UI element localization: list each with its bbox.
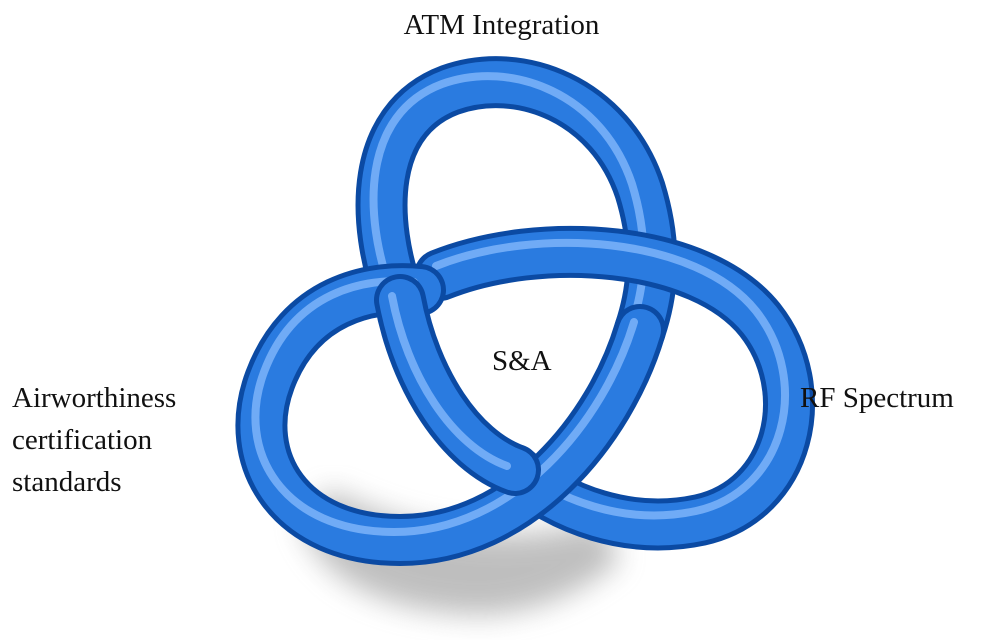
label-atm-integration: ATM Integration [403, 9, 600, 41]
label-airworthiness-line-1: Airworthiness [12, 382, 177, 414]
knot-strand-lower-crossing [374, 274, 541, 496]
label-airworthiness-line-3: standards [12, 466, 122, 498]
knot-strand-left-loop [235, 263, 666, 566]
label-airworthiness: Airworthiness certification standards [12, 377, 252, 503]
knot-strand-right-loop [414, 225, 815, 551]
label-center-sa: S&A [492, 345, 552, 377]
label-airworthiness-line-2: certification [12, 424, 153, 456]
label-rf-spectrum: RF Spectrum [800, 382, 954, 414]
